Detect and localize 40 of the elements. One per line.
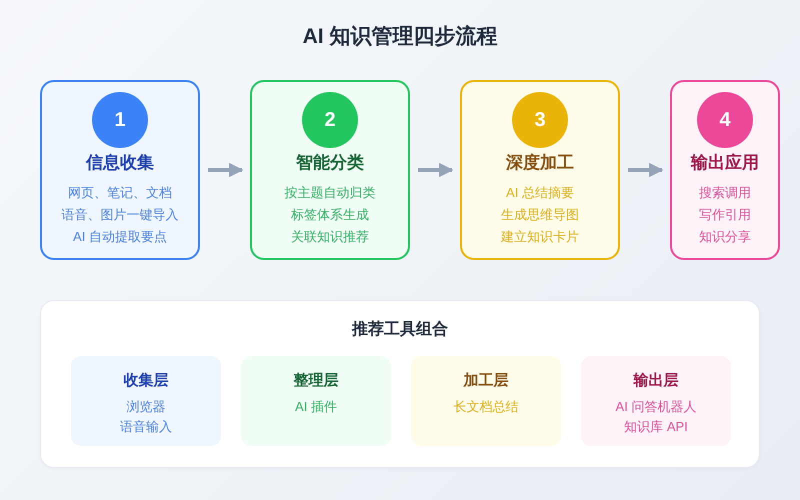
tool-description: 长文档总结 (454, 398, 518, 416)
step-card (670, 80, 780, 260)
step-description: AI 总结摘要 (506, 184, 574, 202)
tool-description: 语音输入 (120, 418, 172, 436)
step-number: 4 (697, 92, 753, 148)
layer-title: 收集层 (124, 371, 168, 391)
step-card (250, 80, 410, 260)
step-number: 1 (92, 92, 148, 148)
panel-title: 推荐工具组合 (352, 320, 448, 340)
tool-description: 浏览器 (126, 398, 166, 416)
step-description: 关联知识推荐 (291, 228, 369, 246)
layer-title: 加工层 (464, 371, 508, 391)
step-number: 3 (512, 92, 568, 148)
step-description: 搜索调用 (699, 184, 751, 202)
step-description: 标签体系生成 (291, 206, 369, 224)
step-title: 智能分类 (296, 152, 364, 174)
step-card (460, 80, 620, 260)
step-card (40, 80, 200, 260)
diagram-title: AI 知识管理四步流程 (302, 24, 498, 50)
step-description: 写作引用 (699, 206, 751, 224)
tools-panel (40, 300, 760, 468)
step-description: 生成思维导图 (501, 206, 579, 224)
step-description: 知识分享 (699, 228, 751, 246)
arrow (628, 162, 664, 178)
tool-description: AI 插件 (295, 398, 337, 416)
step-description: 建立知识卡片 (501, 228, 579, 246)
step-title: 深度加工 (506, 152, 574, 174)
layer-title: 输出层 (634, 371, 678, 391)
step-description: AI 自动提取要点 (73, 228, 167, 246)
step-number: 2 (302, 92, 358, 148)
arrow (208, 162, 244, 178)
step-title: 信息收集 (86, 152, 154, 174)
tool-description: AI 问答机器人 (616, 398, 696, 416)
step-title: 输出应用 (691, 152, 759, 174)
tool-description: 知识库 API (624, 418, 688, 436)
layer-title: 整理层 (294, 371, 338, 391)
arrow (418, 162, 454, 178)
step-description: 按主题自动归类 (284, 184, 376, 202)
step-description: 语音、图片一键导入 (62, 206, 178, 224)
step-description: 网页、笔记、文档 (68, 184, 172, 202)
